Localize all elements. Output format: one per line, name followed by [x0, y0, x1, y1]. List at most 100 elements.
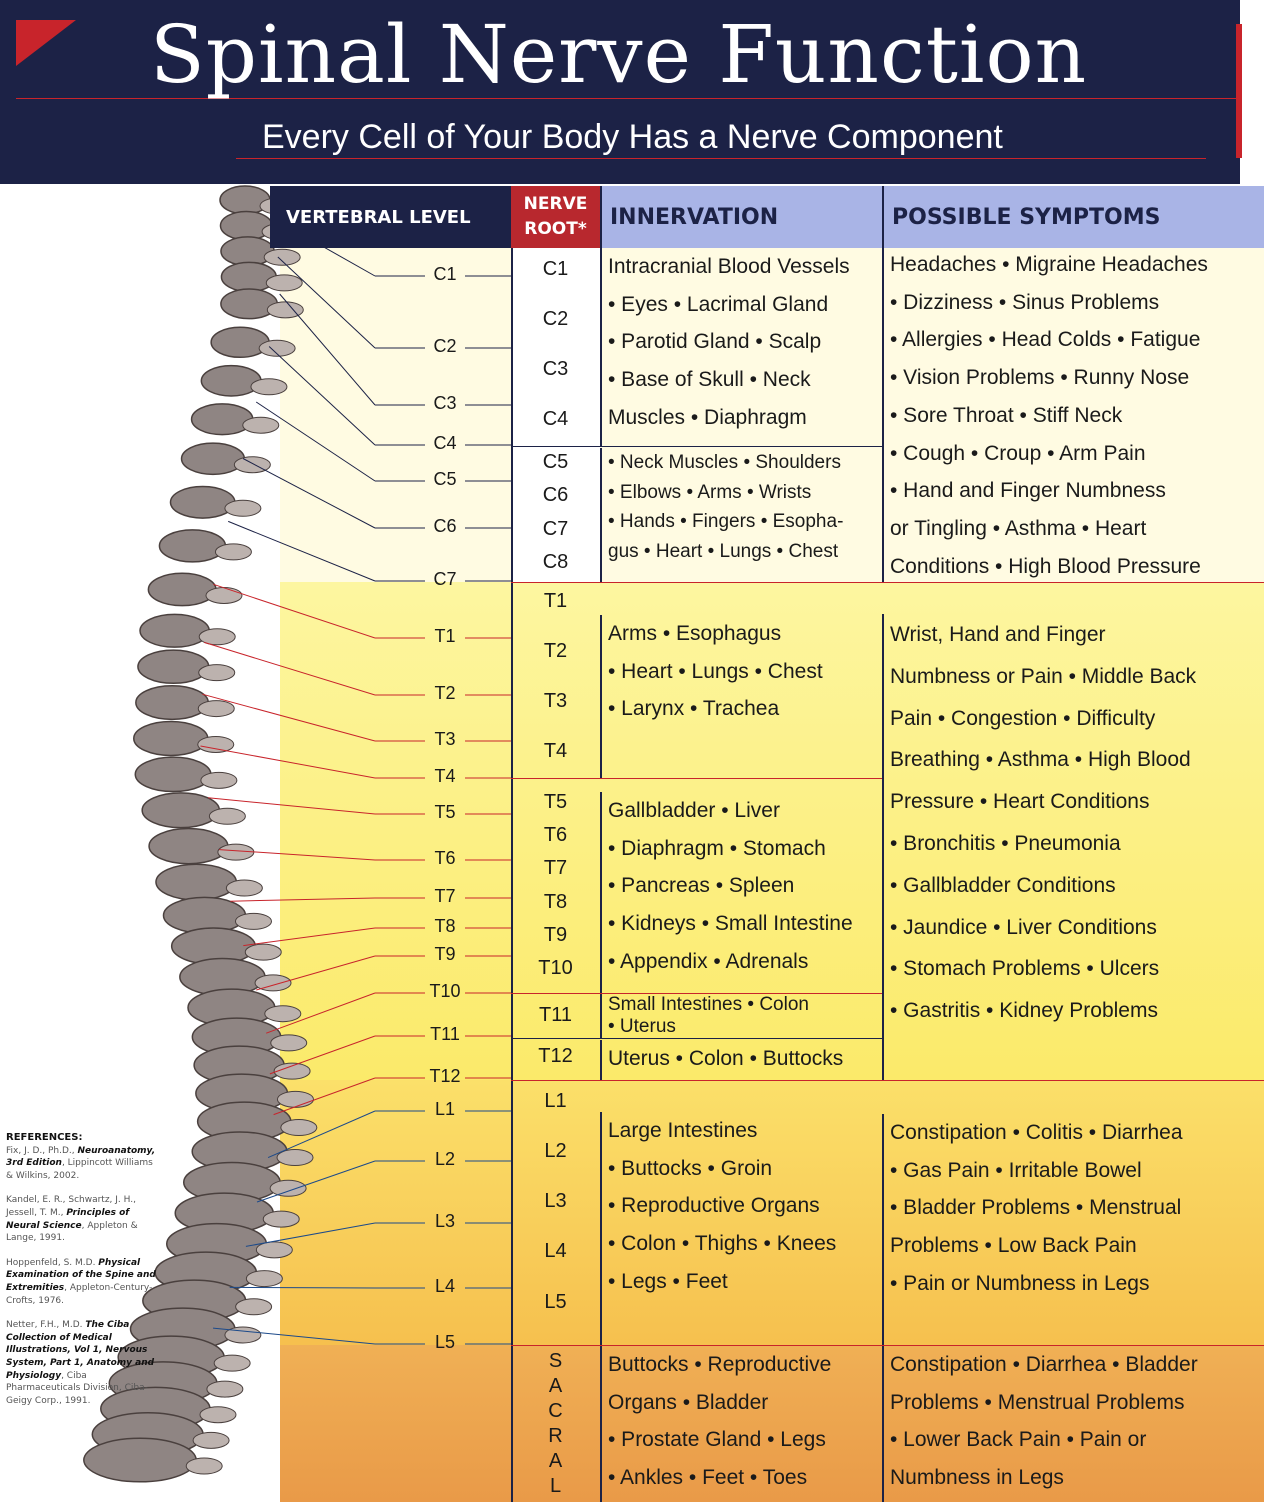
- vertebral-level-label: T12: [429, 1066, 461, 1086]
- title-rule: [16, 98, 1240, 99]
- vertebra-process: [214, 543, 252, 561]
- level-leader-line: [229, 1286, 376, 1289]
- cell-line: Buttocks • Reproductive: [608, 1353, 832, 1376]
- reference-title: Neuroanatomy, 3rd Edition: [6, 1145, 156, 1169]
- level-leader-line: [243, 927, 376, 947]
- thoracic-band: [280, 582, 1264, 1080]
- vertebra: [210, 326, 270, 359]
- cell-line: • Gas Pain • Irritable Bowel: [890, 1158, 1142, 1182]
- vertebral-level-label: C6: [433, 516, 457, 536]
- symptoms.cervical-cell: Headaches • Migraine Headaches• Dizzines…: [882, 246, 1264, 582]
- cell-line: • Hand and Finger Numbness: [890, 479, 1166, 503]
- level-leader-line: [268, 346, 376, 446]
- cell-line: • Allergies • Head Colds • Fatigue: [890, 328, 1201, 352]
- vertebra-process: [197, 700, 235, 718]
- innervation.c5_c8-cell: • Neck Muscles • Shoulders• Elbows • Arm…: [600, 448, 882, 582]
- cell-line: Muscles • Diaphragm: [608, 405, 807, 429]
- nerve-root-label: C2: [542, 308, 569, 330]
- vertebral-level-label: L4: [434, 1276, 456, 1296]
- vertebral-level-label: T11: [430, 1024, 460, 1044]
- cell-line: Pain • Congestion • Difficulty: [890, 706, 1156, 730]
- cell-line: or Tingling • Asthma • Heart: [890, 516, 1147, 540]
- nerve-root-label: T4: [543, 740, 568, 762]
- level-leader-line: [269, 1035, 376, 1075]
- reference-post: , Appleton-Century-Crofts, 1976.: [6, 1282, 153, 1306]
- vertebra: [133, 720, 209, 757]
- cell-line: • Eyes • Lacrimal Gland: [608, 292, 829, 316]
- cell-line: Headaches • Migraine Headaches: [890, 253, 1208, 276]
- vertebra-process: [224, 1326, 262, 1344]
- cell-line: Problems • Menstrual Problems: [890, 1390, 1185, 1414]
- level-leader-line: [228, 520, 376, 582]
- cell-line: • Cough • Croup • Arm Pain: [890, 441, 1146, 465]
- level-leader-line: [273, 1077, 376, 1116]
- cell-line: • Hands • Fingers • Esopha-: [608, 511, 844, 532]
- cell-line: • Heart • Lungs • Chest: [608, 659, 823, 683]
- cell-line: • Pancreas • Spleen: [608, 874, 795, 898]
- sacral-band: [280, 1345, 1264, 1502]
- header-vertebral-level: VERTEBRAL LEVEL: [270, 186, 511, 248]
- nerve-root-label: L5: [544, 1291, 567, 1313]
- nerve-root-label: C3: [542, 358, 569, 380]
- level-leader-line: [208, 797, 376, 815]
- innervation.lumbar-cell: Large Intestines• Buttocks • Groin• Repr…: [600, 1112, 882, 1345]
- nerve-root-label: L2: [544, 1140, 567, 1162]
- row-divider: [511, 1038, 882, 1039]
- nerve-root-label: C8: [542, 551, 569, 573]
- reference-post: , Appleton & Lange, 1991.: [6, 1220, 138, 1244]
- level-leader-line: [255, 401, 376, 482]
- row-divider: [511, 582, 1264, 583]
- row-divider: [511, 1080, 1264, 1081]
- vertebra-process: [234, 912, 272, 930]
- cell-line: • Diaphragm • Stomach: [608, 836, 826, 860]
- level-leader-line: [256, 955, 376, 991]
- cell-line: Numbness in Legs: [890, 1466, 1064, 1490]
- reference-post: , Ciba Pharmaceuticals Division, Ciba-Ge…: [6, 1370, 148, 1406]
- vertebra-process: [198, 664, 236, 682]
- nerve-root-label: T8: [543, 891, 568, 913]
- nerve-root-label: T7: [543, 857, 568, 879]
- vertebra-process: [199, 1406, 237, 1424]
- vertebra-process: [205, 586, 243, 604]
- vertebra: [200, 364, 262, 397]
- cell-line: • Bladder Problems • Menstrual: [890, 1196, 1182, 1220]
- vertebra: [148, 827, 229, 865]
- vertebra: [220, 261, 277, 293]
- cell-line: • Uterus: [608, 1016, 676, 1037]
- vertebra: [220, 288, 279, 320]
- reference-pre: Hoppenfeld, S. M.D.: [6, 1257, 99, 1268]
- row-divider: [511, 993, 882, 994]
- vertebra: [155, 863, 238, 901]
- row-divider: [511, 1345, 1264, 1346]
- vertebra: [147, 572, 217, 607]
- vertebral-level-label: T6: [434, 848, 456, 868]
- vertebra-process: [224, 499, 262, 517]
- vertebra: [190, 403, 254, 436]
- header-nerve-root-line2: ROOT*: [524, 219, 587, 239]
- vertebral-level-label: L3: [434, 1211, 456, 1231]
- cell-line: • Jaundice • Liver Conditions: [890, 915, 1157, 939]
- vertebra-process: [270, 1034, 308, 1052]
- sacral-letter: R: [548, 1425, 563, 1447]
- vertebral-level-label: C1: [433, 264, 457, 284]
- vertebra: [137, 649, 210, 685]
- nerve-root-label: T1: [543, 590, 568, 612]
- header-symptoms: POSSIBLE SYMPTOMS: [882, 186, 1264, 248]
- nerve-root-label: C4: [542, 408, 569, 430]
- vertebral-level-label: T10: [429, 981, 461, 1001]
- cell-line: Small Intestines • Colon: [608, 994, 809, 1015]
- level-leader-line: [204, 641, 376, 696]
- sacral-letter: L: [549, 1475, 562, 1497]
- nerve-root-label: T2: [543, 640, 568, 662]
- vertebra: [135, 685, 210, 721]
- sacral-letter: A: [548, 1375, 563, 1397]
- level-leader-line: [213, 583, 376, 639]
- subtitle-rule: [236, 158, 1206, 159]
- reference-item: Kandel, E. R., Schwartz, J. H., Jessell,…: [6, 1194, 156, 1244]
- vertebral-level-label: L1: [434, 1099, 456, 1119]
- cell-line: Uterus • Colon • Buttocks: [608, 1047, 844, 1070]
- row-divider: [511, 446, 882, 447]
- vertebral-level-label: T3: [434, 729, 456, 749]
